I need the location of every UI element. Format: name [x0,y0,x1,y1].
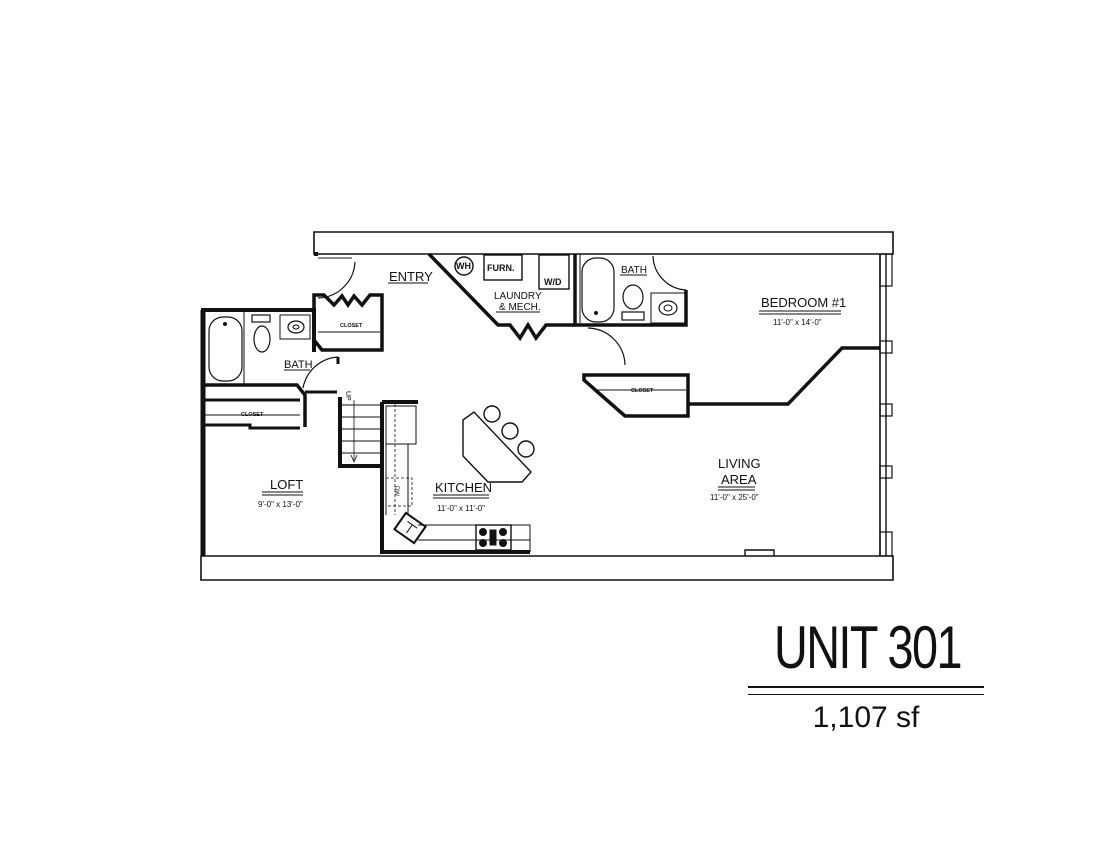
room-label-loft: LOFT [270,477,303,492]
water-heater-label: WH [456,261,471,271]
room-dims-bedroom: 11'-0" x 14'-0" [773,318,822,327]
window-mullion [879,465,893,479]
water-heater [454,256,474,276]
door-swing [317,261,356,299]
unit-area: 1,107 sf [812,701,920,734]
room-label-laundry-1: LAUNDRY [494,291,542,302]
exterior-wall-bottom [200,555,894,581]
closet-label-loft: CLOSET [241,412,264,418]
room-label-bedroom: BEDROOM #1 [761,295,846,310]
washer-dryer-label: W/D [544,277,562,287]
sink [658,300,678,316]
window-mullion [879,403,893,417]
toilet-tank [251,314,271,323]
door-swing [587,327,626,366]
bar-stool [517,440,535,458]
kitchen-island [462,411,532,483]
room-label-master-bath: BATH [621,265,647,276]
bedroom-closet [582,373,690,418]
unit-title: UNIT 301 [773,614,963,681]
laundry-wall [427,252,575,342]
furnace-label: FURN. [487,263,515,273]
door-swing [652,255,687,291]
kitchen-sink [393,511,427,545]
door-swing [302,356,339,389]
room-label-entry: ENTRY [389,269,433,284]
washer-dryer [538,254,570,290]
exterior-wall-top [313,231,894,255]
bar-stool [483,405,501,423]
bar-stool [501,422,519,440]
bathtub [208,316,243,382]
room-label-living-2: AREA [721,472,757,487]
sink [287,320,305,334]
bedroom-wall [688,346,880,406]
kitchen-wall [380,402,530,554]
cabinet [385,405,417,445]
room-label-kitchen: KITCHEN [435,480,492,495]
loft-closet [205,398,300,430]
loft-exterior-wall [201,252,318,352]
range-stove [475,524,512,551]
unit-title-block: UNIT 301 1,107 sf [748,616,984,735]
furnace [483,254,523,281]
entry-closet [312,293,384,352]
dishwasher-label: DW [393,486,399,496]
closet-label-bedroom: CLOSET [631,388,654,394]
toilet [253,325,271,353]
closet-label-entry: CLOSET [340,323,363,329]
dishwasher [385,477,413,507]
stairs [338,397,382,468]
title-divider [748,686,984,695]
room-dims-kitchen: 11'-0" x 11'-0" [437,504,485,513]
bathtub [581,257,615,323]
room-label-loft-bath: BATH [284,359,313,371]
room-dims-living: 11'-0" x 25'-0" [710,493,759,502]
room-label-laundry-2: & MECH. [499,302,541,313]
stairs-up-label: UP [344,391,351,401]
room-dims-loft: 9'-0" x 13'-0" [258,500,303,509]
toilet [622,284,644,310]
room-label-living-1: LIVING [718,456,761,471]
